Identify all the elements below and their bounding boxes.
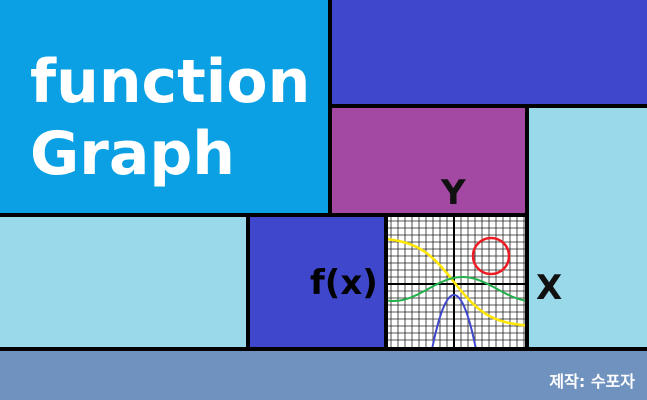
function-label: f(x) xyxy=(310,263,378,303)
footer-bar xyxy=(0,351,647,400)
light-right-tile xyxy=(529,108,647,347)
title-line-1: function xyxy=(30,47,311,117)
purple-tile xyxy=(332,108,525,213)
blue-top-tile xyxy=(332,0,647,104)
green-sine-curve xyxy=(388,276,525,302)
title-line-2: Graph xyxy=(30,119,235,189)
credit-text: 제작: 수포자 xyxy=(549,372,635,391)
yellow-curve xyxy=(388,237,525,327)
y-axis-label: Y xyxy=(441,173,466,213)
graph-plot-tile xyxy=(388,217,525,347)
blue-parabola-curve xyxy=(431,293,477,347)
graph-grid-icon xyxy=(388,217,525,347)
red-circle xyxy=(471,236,511,276)
function-tile xyxy=(250,217,384,347)
light-left-tile xyxy=(0,217,246,347)
x-axis-label: X xyxy=(536,268,563,308)
title-tile xyxy=(0,0,328,213)
